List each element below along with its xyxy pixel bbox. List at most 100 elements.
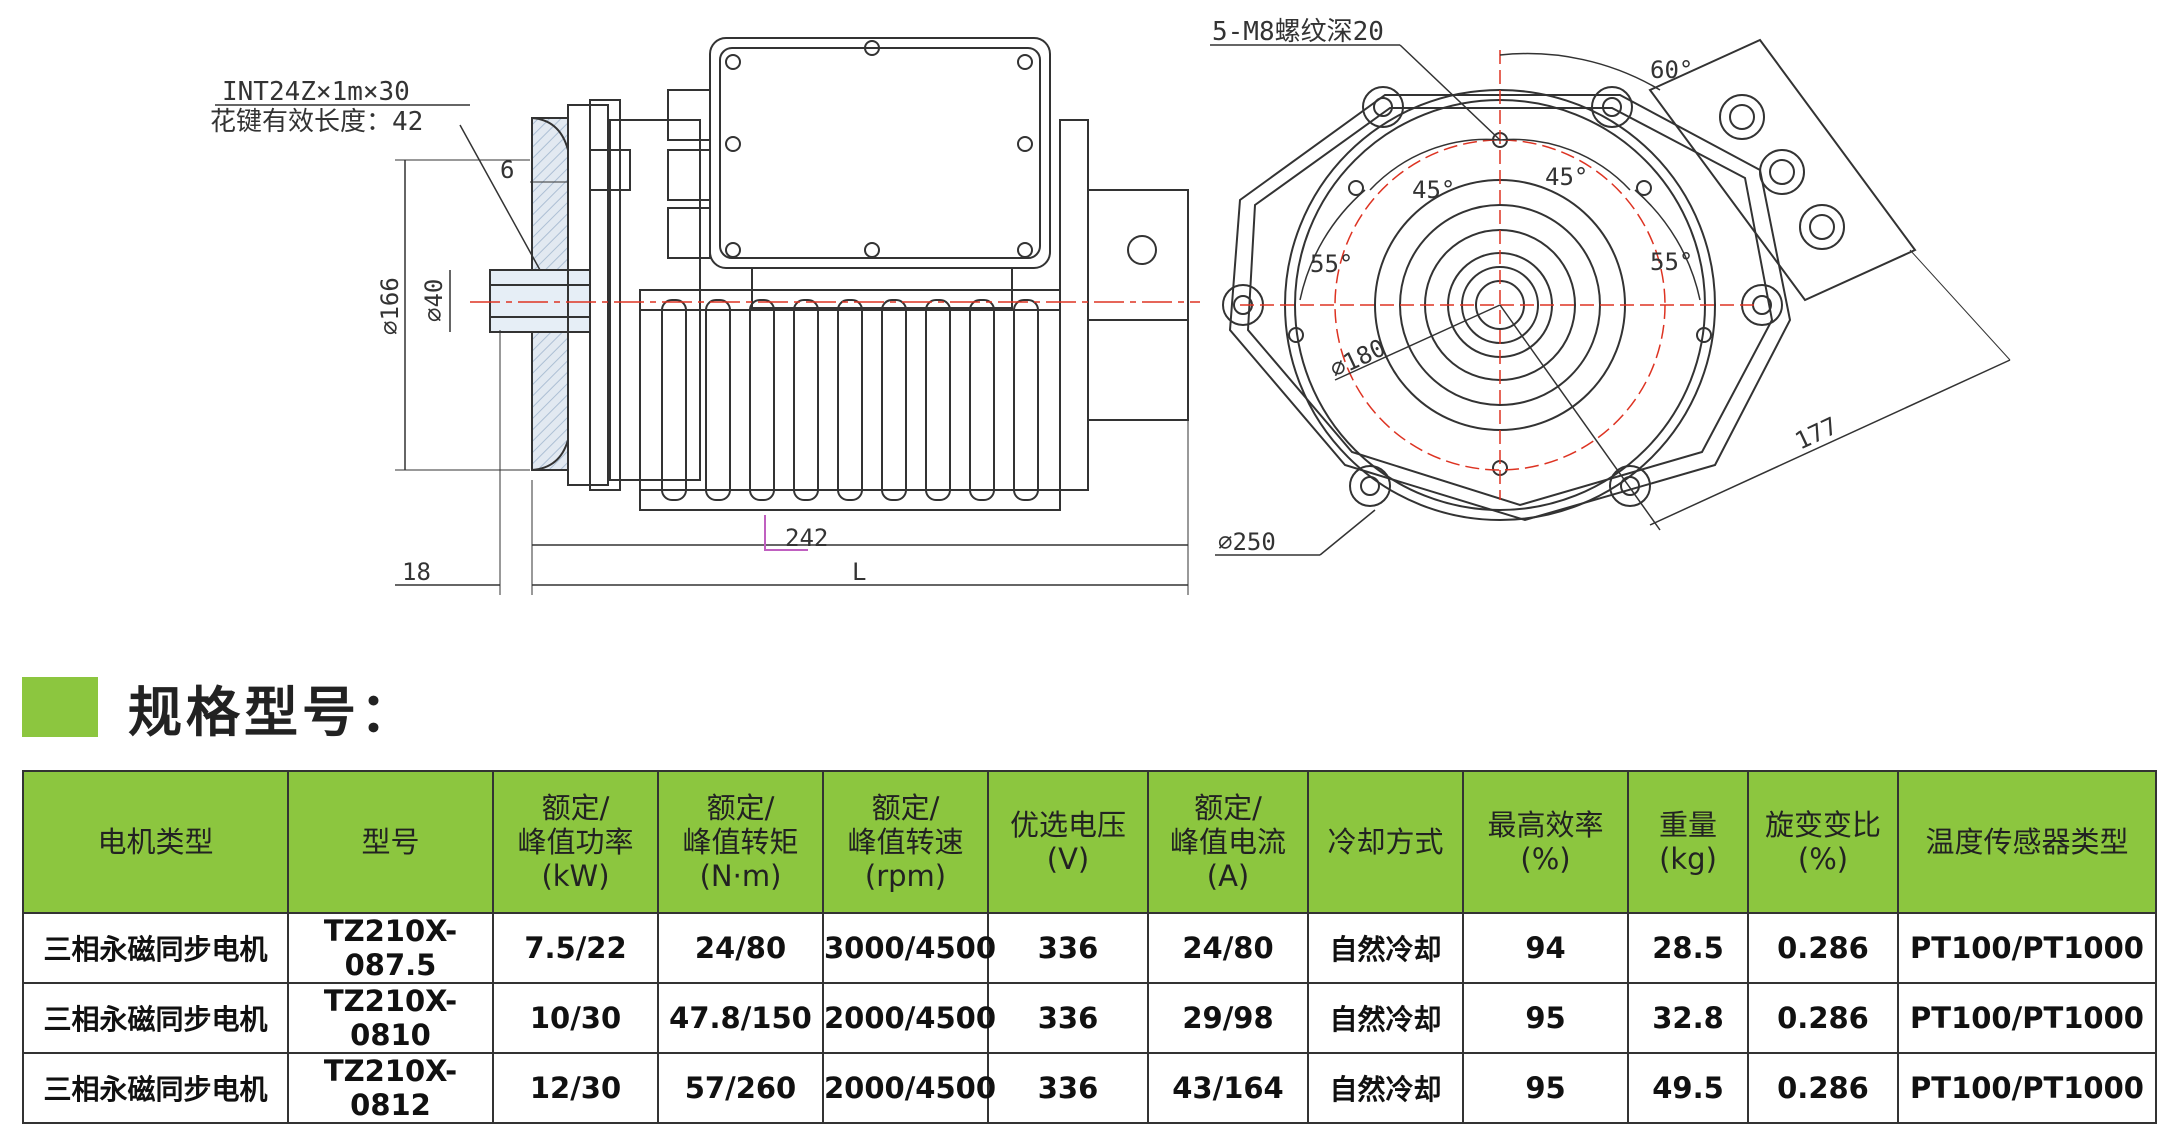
table-cell: 28.5 xyxy=(1627,912,1749,984)
side-view xyxy=(215,37,1200,595)
column-header: 重量(kg) xyxy=(1627,770,1749,914)
angle-45a-label: 45° xyxy=(1412,176,1455,204)
table-cell: 0.286 xyxy=(1747,912,1899,984)
dim-d180-label: ⌀180 xyxy=(1326,334,1390,384)
end-view xyxy=(1210,38,2011,556)
column-header-line: 温度传感器类型 xyxy=(1925,825,2129,859)
table-cell: 7.5/22 xyxy=(492,912,659,984)
table-cell: PT100/PT1000 xyxy=(1897,982,2157,1054)
column-header-line: 额定/ xyxy=(1194,791,1262,825)
column-header-line: 峰值转矩 xyxy=(682,825,799,859)
table-cell: PT100/PT1000 xyxy=(1897,1052,2157,1124)
table-cell: 12/30 xyxy=(492,1052,659,1124)
dim-d40-label: ⌀40 xyxy=(420,279,448,322)
table-cell: 3000/4500 xyxy=(822,912,996,984)
column-header: 冷却方式 xyxy=(1307,770,1464,914)
column-header: 额定/峰值转矩(N·m) xyxy=(657,770,824,914)
table-cell: TZ210X-0812 xyxy=(287,1052,494,1124)
column-header-line: (A) xyxy=(1206,859,1250,893)
column-header: 旋变变比(%) xyxy=(1747,770,1899,914)
dim-d166-label: ⌀166 xyxy=(376,277,404,335)
motor-dimension-drawing: INT24Z×1m×30 花键有效长度：42 6 ⌀166 ⌀40 242 18… xyxy=(210,17,2011,595)
table-cell: 自然冷却 xyxy=(1307,912,1464,984)
table-cell: 三相永磁同步电机 xyxy=(22,912,289,984)
table-cell: 336 xyxy=(987,982,1149,1054)
column-header-line: 峰值电流 xyxy=(1169,825,1286,859)
dim-d250-label: ⌀250 xyxy=(1218,528,1276,556)
column-header-line: 优选电压 xyxy=(1009,808,1126,842)
column-header-line: (V) xyxy=(1046,842,1090,876)
table-cell: 95 xyxy=(1462,1052,1629,1124)
angle-60-label: 60° xyxy=(1650,56,1693,84)
column-header-line: (%) xyxy=(1520,842,1571,876)
column-header-line: 峰值转速 xyxy=(847,825,964,859)
spline-length-label: 花键有效长度：42 xyxy=(210,107,423,137)
table-cell: 94 xyxy=(1462,912,1629,984)
table-cell: 2000/4500 xyxy=(822,1052,996,1124)
dim-L-label: L xyxy=(852,558,866,586)
table-cell: 10/30 xyxy=(492,982,659,1054)
thread-label: 5-M8螺纹深20 xyxy=(1212,17,1384,47)
column-header-line: 额定/ xyxy=(871,791,940,825)
spec-section-header: 规格型号： xyxy=(22,672,418,744)
spec-table: 电机类型型号额定/峰值功率(kW)额定/峰值转矩(N·m)额定/峰值转速(rpm… xyxy=(22,770,2157,1124)
column-header: 优选电压(V) xyxy=(987,770,1149,914)
table-cell: 336 xyxy=(987,912,1149,984)
table-cell: 57/260 xyxy=(657,1052,824,1124)
spline-spec-label: INT24Z×1m×30 xyxy=(222,77,410,107)
table-cell: 32.8 xyxy=(1627,982,1749,1054)
table-cell: 95 xyxy=(1462,982,1629,1054)
column-header-line: 额定/ xyxy=(706,791,775,825)
table-cell: 三相永磁同步电机 xyxy=(22,1052,289,1124)
dim-242-label: 242 xyxy=(785,524,828,552)
table-cell: 29/98 xyxy=(1147,982,1309,1054)
table-cell: 47.8/150 xyxy=(657,982,824,1054)
table-cell: 24/80 xyxy=(1147,912,1309,984)
column-header-line: 型号 xyxy=(361,825,420,859)
column-header-line: 重量 xyxy=(1658,808,1717,842)
section-marker xyxy=(22,677,98,737)
column-header-line: 电机类型 xyxy=(97,825,214,859)
angle-45b-label: 45° xyxy=(1545,163,1588,191)
angle-55b-label: 55° xyxy=(1650,248,1693,276)
column-header: 温度传感器类型 xyxy=(1897,770,2157,914)
angle-55a-label: 55° xyxy=(1310,250,1353,278)
column-header-line: (rpm) xyxy=(864,859,947,893)
table-cell: 自然冷却 xyxy=(1307,982,1464,1054)
column-header-line: 最高效率 xyxy=(1487,808,1604,842)
column-header: 额定/峰值功率(kW) xyxy=(492,770,659,914)
table-cell: 336 xyxy=(987,1052,1149,1124)
column-header-line: (kg) xyxy=(1659,842,1717,876)
table-cell: PT100/PT1000 xyxy=(1897,912,2157,984)
column-header-line: 旋变变比 xyxy=(1764,808,1881,842)
column-header: 电机类型 xyxy=(22,770,289,914)
column-header: 型号 xyxy=(287,770,494,914)
column-header-line: 冷却方式 xyxy=(1327,825,1444,859)
table-cell: 49.5 xyxy=(1627,1052,1749,1124)
dim-6-label: 6 xyxy=(500,156,514,184)
column-header: 最高效率(%) xyxy=(1462,770,1629,914)
table-cell: 24/80 xyxy=(657,912,824,984)
column-header-line: (N·m) xyxy=(699,859,782,893)
dim-177-label: 177 xyxy=(1791,412,1842,456)
table-cell: 2000/4500 xyxy=(822,982,996,1054)
table-header-row: 电机类型型号额定/峰值功率(kW)额定/峰值转矩(N·m)额定/峰值转速(rpm… xyxy=(22,770,2157,914)
column-header: 额定/峰值转速(rpm) xyxy=(822,770,989,914)
table-cell: 0.286 xyxy=(1747,1052,1899,1124)
table-cell: 0.286 xyxy=(1747,982,1899,1054)
table-cell: 43/164 xyxy=(1147,1052,1309,1124)
column-header-line: 额定/ xyxy=(541,791,610,825)
column-header-line: (kW) xyxy=(541,859,610,893)
column-header: 额定/峰值电流(A) xyxy=(1147,770,1309,914)
table-cell: TZ210X-087.5 xyxy=(287,912,494,984)
column-header-line: 峰值功率 xyxy=(517,825,634,859)
table-cell: TZ210X-0810 xyxy=(287,982,494,1054)
dim-18-label: 18 xyxy=(402,558,431,586)
table-cell: 自然冷却 xyxy=(1307,1052,1464,1124)
table-cell: 三相永磁同步电机 xyxy=(22,982,289,1054)
section-title: 规格型号： xyxy=(128,680,418,744)
column-header-line: (%) xyxy=(1797,842,1849,876)
